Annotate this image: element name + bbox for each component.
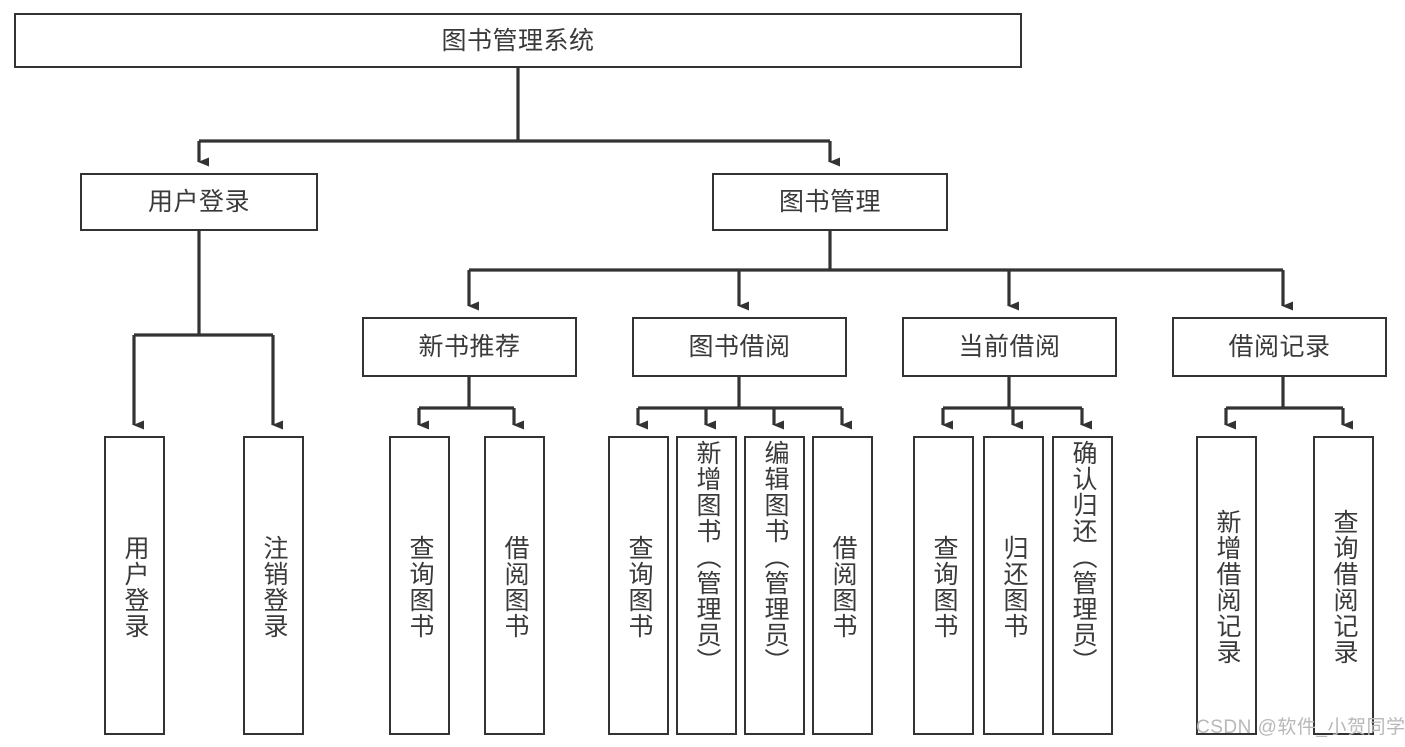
node-leaf-query-borrow-record[interactable]: 查询借阅记录 [1313, 436, 1374, 735]
connector-userlogin-to-leaves [132, 231, 283, 430]
connector-current-to-leaves [941, 377, 1092, 430]
node-label-user-login: 用户登录 [147, 188, 250, 216]
node-leaf-add-book-admin[interactable]: 新增图书（管理员） [676, 436, 737, 735]
node-leaf-query-book-recommend[interactable]: 查询图书 [389, 436, 450, 735]
node-label-book-management: 图书管理 [778, 188, 881, 216]
connector-bookmgmt-to-level3 [467, 231, 1293, 311]
node-current-borrow[interactable]: 当前借阅 [902, 317, 1117, 377]
node-borrow-record[interactable]: 借阅记录 [1172, 317, 1387, 377]
node-label-leaf-query-borrow-record: 查询借阅记录 [1330, 508, 1358, 665]
node-label-leaf-query-book-borrow: 查询图书 [625, 534, 653, 639]
node-leaf-logout[interactable]: 注销登录 [243, 436, 304, 735]
node-label-leaf-add-book-admin: 新增图书（管理员） [693, 440, 721, 674]
node-label-leaf-logout: 注销登录 [260, 534, 288, 639]
node-new-book-recommend[interactable]: 新书推荐 [362, 317, 577, 377]
connector-root-to-level2 [197, 68, 840, 167]
node-leaf-borrow-book[interactable]: 借阅图书 [812, 436, 873, 735]
node-leaf-user-login[interactable]: 用户登录 [104, 436, 165, 735]
node-label-leaf-user-login: 用户登录 [121, 534, 149, 639]
node-label-root: 图书管理系统 [441, 26, 595, 55]
connector-lines [132, 68, 1353, 430]
node-leaf-edit-book-admin[interactable]: 编辑图书（管理员） [744, 436, 805, 735]
node-book-management[interactable]: 图书管理 [712, 173, 948, 231]
node-label-new-book-recommend: 新书推荐 [418, 333, 521, 361]
node-label-book-borrow: 图书借阅 [688, 333, 791, 361]
connector-recommend-to-leaves [417, 377, 524, 430]
node-label-leaf-query-book-recommend: 查询图书 [406, 534, 434, 639]
node-leaf-borrow-book-recommend[interactable]: 借阅图书 [484, 436, 545, 735]
node-label-leaf-edit-book-admin: 编辑图书（管理员） [761, 440, 789, 674]
node-label-borrow-record: 借阅记录 [1228, 333, 1331, 361]
node-label-leaf-return-book: 归还图书 [1000, 534, 1028, 639]
node-root[interactable]: 图书管理系统 [14, 13, 1022, 68]
node-leaf-confirm-return-admin[interactable]: 确认归还（管理员） [1052, 436, 1113, 735]
node-leaf-query-book-current[interactable]: 查询图书 [913, 436, 974, 735]
node-label-current-borrow: 当前借阅 [958, 333, 1061, 361]
node-user-login[interactable]: 用户登录 [80, 173, 318, 231]
node-label-leaf-confirm-return-admin: 确认归还（管理员） [1069, 440, 1097, 674]
node-leaf-add-borrow-record[interactable]: 新增借阅记录 [1196, 436, 1257, 735]
connector-record-to-leaves [1224, 377, 1353, 430]
node-label-leaf-borrow-book-recommend: 借阅图书 [501, 534, 529, 639]
node-leaf-return-book[interactable]: 归还图书 [983, 436, 1044, 735]
node-label-leaf-borrow-book: 借阅图书 [829, 534, 857, 639]
node-book-borrow[interactable]: 图书借阅 [632, 317, 847, 377]
node-leaf-query-book-borrow[interactable]: 查询图书 [608, 436, 669, 735]
node-label-leaf-query-book-current: 查询图书 [930, 534, 958, 639]
node-label-leaf-add-borrow-record: 新增借阅记录 [1213, 508, 1241, 665]
connector-borrow-to-leaves [636, 377, 852, 430]
